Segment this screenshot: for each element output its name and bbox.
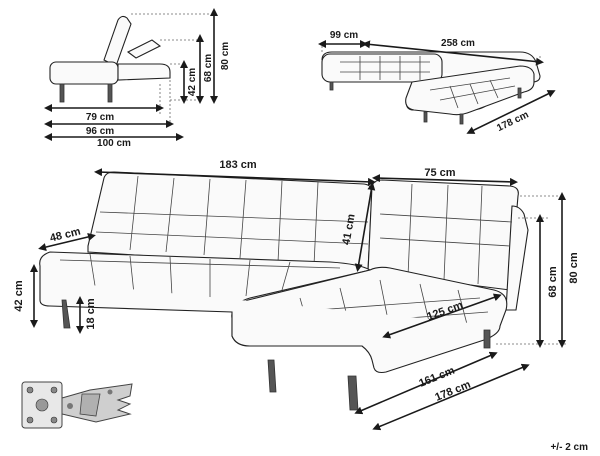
front-leg-18-label: 18 cm [85,298,97,329]
front-height-80-label: 80 cm [568,252,580,283]
side-height-80-label: 80 cm [220,42,231,70]
side-height-68-label: 68 cm [203,54,214,82]
side-leg-left [59,83,65,103]
side-view: 80 cm 68 cm 42 cm 79 cm 96 cm 100 cm [44,8,231,149]
front-back-41-label: 41 cm [340,213,357,246]
front-view: 183 cm 75 cm 48 cm 41 cm 42 cm 18 cm 125… [13,159,580,431]
side-seat [49,61,119,85]
front-armrest [505,205,529,311]
front-width-75-label: 75 cm [424,167,455,179]
side-height-42-label: 42 cm [187,68,198,96]
front-leg-1 [61,299,71,329]
front-width-183-label: 183 cm [219,159,257,171]
side-leg-right [107,83,113,103]
side-backrest [103,15,132,67]
top-length-178-label: 178 cm [495,109,530,134]
side-depth-96-label: 96 cm [86,126,114,137]
side-depth-79-label: 79 cm [86,112,114,123]
front-leg-3 [347,375,359,411]
side-back-flat [126,39,162,59]
hardware-detail [21,381,133,429]
top-sofa-body [321,53,443,83]
top-view: 99 cm 258 cm 178 cm [318,30,556,134]
front-height-68-label: 68 cm [547,266,559,297]
front-leg-2 [267,359,277,393]
front-seat-42-label: 42 cm [13,280,25,311]
top-length-258-label: 258 cm [441,38,475,49]
front-leg-4 [483,329,491,349]
side-depth-100-label: 100 cm [97,138,131,149]
tolerance-note: +/- 2 cm [550,442,588,453]
top-width-99-label: 99 cm [330,30,358,41]
side-bed-extension [117,63,171,81]
